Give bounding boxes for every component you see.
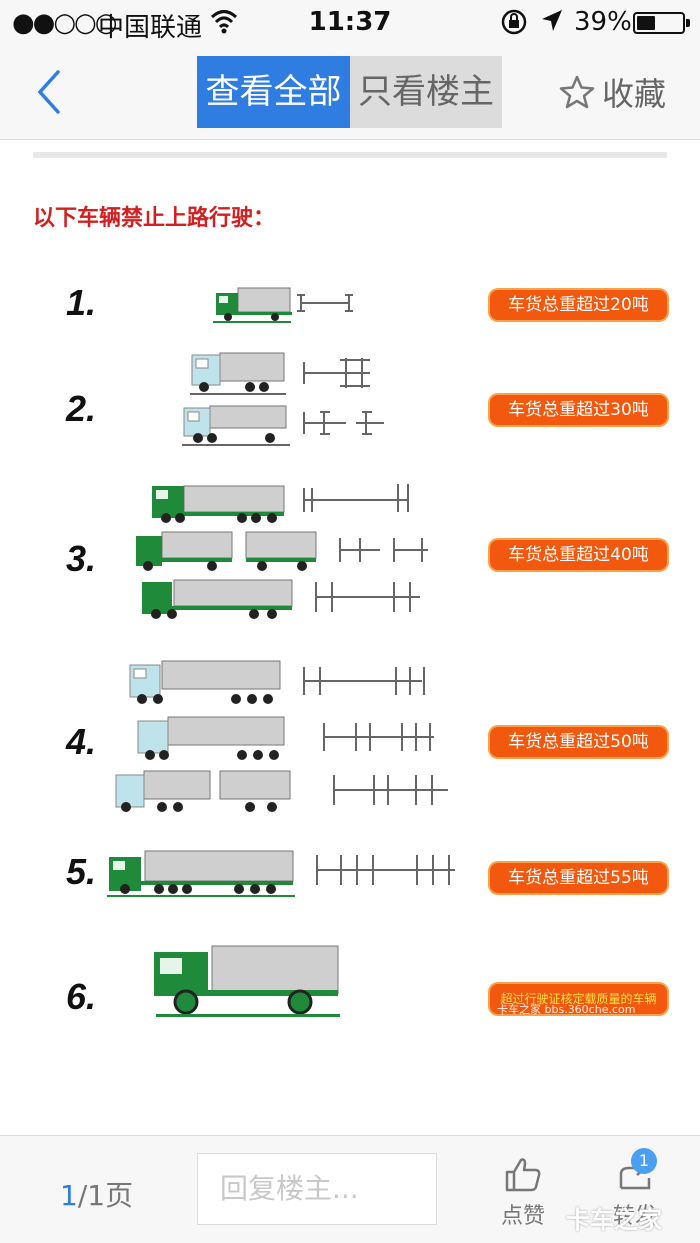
- current-page: 1: [60, 1179, 78, 1212]
- content-divider: [33, 152, 667, 158]
- weight-limit-badge: 车货总重超过40吨: [490, 540, 667, 570]
- nav-bar: 查看全部 只看楼主 收藏: [0, 44, 700, 140]
- share-label: 转发: [612, 1204, 657, 1229]
- reply-input[interactable]: 回复楼主...: [197, 1153, 437, 1225]
- four-axle-trucks-icon: [136, 484, 428, 619]
- three-axle-trucks-icon: [182, 352, 384, 446]
- row-number: 1.: [66, 282, 97, 323]
- star-icon: [559, 75, 595, 109]
- location-arrow-icon: [540, 8, 564, 41]
- total-pages: /1页: [77, 1179, 134, 1212]
- back-button[interactable]: [30, 68, 70, 116]
- carrier-name: 中国联通: [98, 13, 203, 43]
- status-bar: ●●○○○ 中国联通 11:37 39%: [0, 0, 700, 44]
- battery-percent: 39%: [574, 7, 632, 37]
- signal-strength: ●●○○○: [12, 8, 117, 38]
- weight-limit-badge: 超过行驶证核定载质量的车辆: [490, 984, 667, 1014]
- page-indicator[interactable]: 1/1页: [60, 1174, 133, 1214]
- row-number: 3.: [66, 538, 97, 579]
- chevron-left-icon: [37, 70, 60, 114]
- weight-limit-badge: 车货总重超过30吨: [490, 395, 667, 425]
- clock: 11:37: [308, 7, 392, 37]
- row-number: 5.: [66, 851, 97, 892]
- thumbs-up-icon: [505, 1158, 541, 1192]
- row-number: 2.: [66, 388, 97, 429]
- favorite-button[interactable]: 收藏: [558, 68, 666, 116]
- share-count-badge: 1: [631, 1148, 657, 1174]
- favorite-label: 收藏: [602, 75, 667, 113]
- image-watermark: 卡车之家 bbs.360che.com: [497, 1003, 636, 1016]
- weight-limit-badge: 车货总重超过20吨: [490, 290, 667, 320]
- like-label: 点赞: [500, 1204, 545, 1229]
- row-number: 6.: [66, 976, 97, 1017]
- tab-view-all[interactable]: 查看全部: [197, 56, 350, 128]
- five-axle-trucks-icon: [115, 660, 448, 812]
- two-axle-truck-icon: [213, 287, 353, 323]
- overloaded-truck-icon: [154, 945, 340, 1017]
- bottom-toolbar: 1/1页 回复楼主... 点赞 1 转发: [0, 1135, 700, 1243]
- battery-icon: [633, 12, 690, 34]
- rotation-lock-icon: [500, 8, 528, 43]
- site-watermark: 卡车之家: [566, 1206, 662, 1234]
- tab-op-only[interactable]: 只看楼主: [350, 56, 502, 128]
- wifi-icon: [210, 8, 238, 41]
- share-button[interactable]: 1 转发: [605, 1148, 665, 1230]
- row-number: 4.: [66, 721, 97, 762]
- weight-limit-badge: 车货总重超过55吨: [490, 863, 667, 893]
- weight-limit-badge: 车货总重超过50吨: [490, 727, 667, 757]
- post-heading: 以下车辆禁止上路行驶：: [33, 206, 276, 231]
- six-axle-truck-icon: [107, 850, 455, 897]
- like-button[interactable]: 点赞: [493, 1156, 553, 1230]
